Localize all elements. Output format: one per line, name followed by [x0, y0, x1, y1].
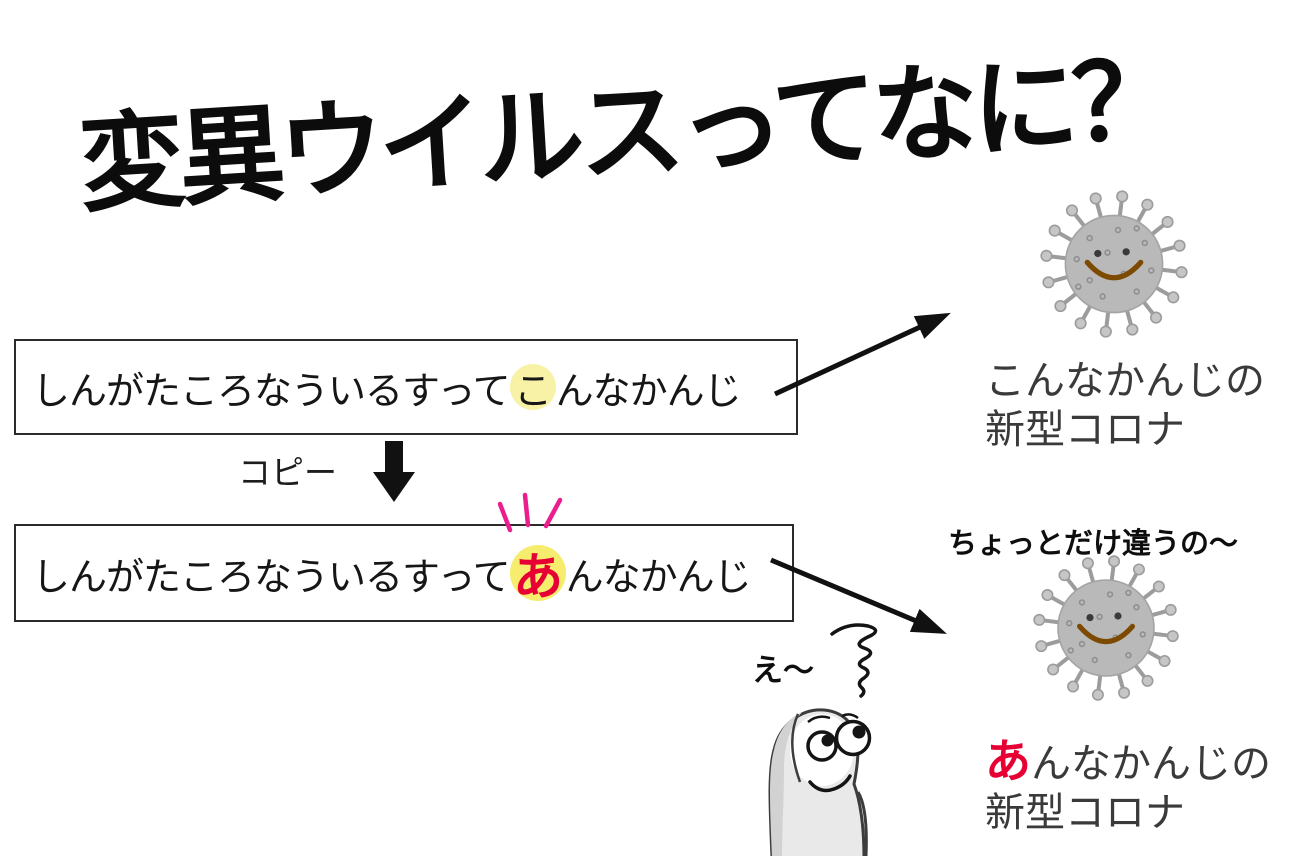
- highlighted-char-a: あ: [509, 545, 566, 606]
- textbox-text-post: んなかんじ: [555, 368, 742, 413]
- confused-character-icon: [768, 708, 872, 856]
- caption-line-2: 新型コロナ: [985, 790, 1185, 837]
- original-virus-textbox: しんがたころなういるすってこんなかんじ: [14, 339, 798, 435]
- character-exclaim-text: え～: [752, 653, 814, 689]
- caption-highlight-char: あ: [985, 734, 1031, 788]
- copy-label: コピー: [238, 453, 337, 492]
- emphasis-sparks-icon: [498, 492, 563, 533]
- textbox-text-pre: しんがたころなういるすって: [32, 368, 511, 413]
- textbox-text-post: んなかんじ: [565, 554, 752, 599]
- confusion-scribble-icon: [830, 623, 878, 698]
- highlighted-char-ko: こ: [509, 364, 556, 413]
- mutated-virus-icon: [1026, 548, 1186, 708]
- caption-line-rest: んなかんじの: [1031, 741, 1271, 787]
- caption-line-1: あんなかんじの: [985, 733, 1271, 789]
- mutated-virus-textbox: しんがたころなういるすってあんなかんじ: [14, 524, 794, 622]
- textbox-text-pre: しんがたころなういるすって: [32, 554, 511, 599]
- caption-line-1: こんなかんじの: [985, 358, 1265, 404]
- caption-line-2: 新型コロナ: [985, 406, 1185, 453]
- arrow-to-original-virus-icon: [773, 312, 951, 397]
- mutated-virus-caption: あんなかんじの 新型コロナ: [985, 733, 1271, 838]
- original-virus-icon: [1033, 183, 1195, 345]
- mutated-virus-note: ちょっとだけ違うの～: [948, 526, 1239, 560]
- original-virus-caption: こんなかんじの 新型コロナ: [985, 357, 1265, 455]
- arrow-to-mutated-virus-icon: [770, 557, 947, 634]
- copy-down-arrow-icon: [373, 441, 415, 502]
